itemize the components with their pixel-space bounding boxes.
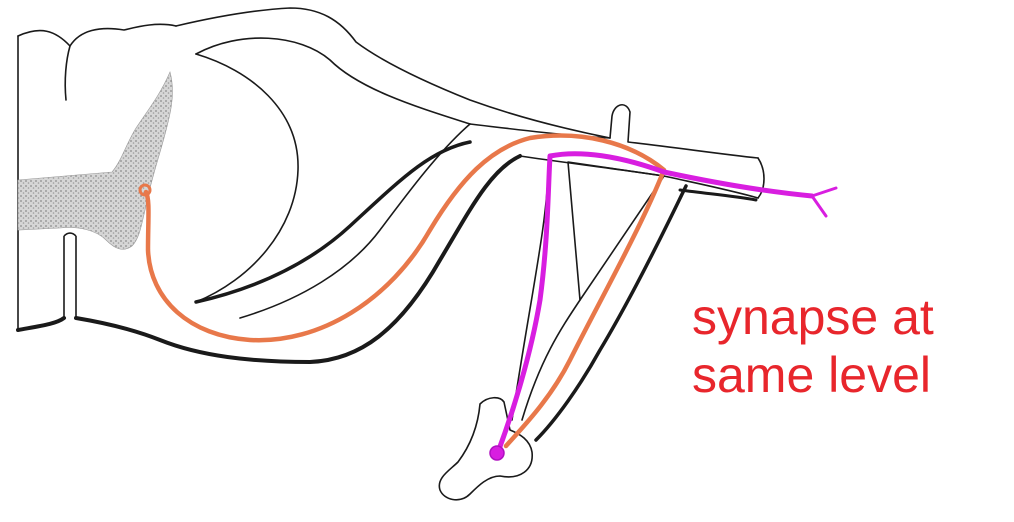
rami-communicantes-outline bbox=[512, 162, 664, 420]
postganglionic-terminal-branch bbox=[812, 188, 836, 216]
anterior-median-fissure bbox=[64, 233, 76, 318]
white-ramus-edge bbox=[536, 186, 686, 440]
postganglionic-cell-body bbox=[490, 446, 504, 460]
annotation-line-1: synapse at bbox=[692, 288, 1008, 346]
annotation-line-2: same level bbox=[692, 346, 1008, 404]
synapse-annotation: synapse at same level bbox=[692, 288, 1008, 404]
sympathetic-ganglion-outline bbox=[439, 398, 532, 500]
